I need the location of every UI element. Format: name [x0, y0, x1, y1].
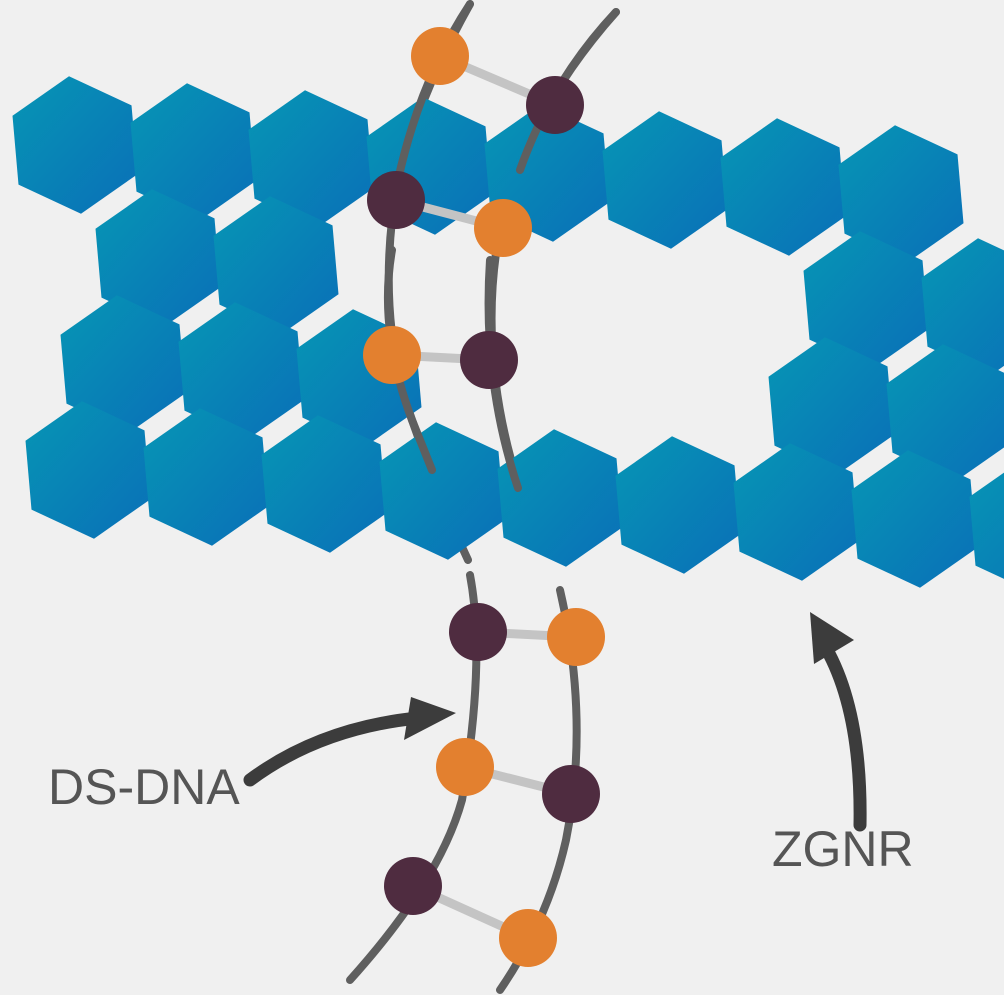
nucleotide-purple [384, 857, 442, 915]
nucleotide-purple [460, 331, 518, 389]
graphene-hexagon [213, 196, 339, 334]
graphene-hexagon [261, 415, 387, 553]
graphene-hexagon [803, 231, 929, 369]
graphene-hexagon [95, 189, 221, 327]
graphene-hexagon [886, 344, 1004, 482]
nucleotides [363, 27, 605, 967]
graphene-hexagon [178, 302, 304, 440]
graphene-hexagon [60, 295, 186, 433]
graphene-hexagon [720, 118, 846, 256]
graphene-hexagon [838, 125, 964, 263]
graphene-hexagon [768, 337, 894, 475]
graphene-hexagon [12, 76, 138, 214]
nucleotide-orange [411, 27, 469, 85]
zgnr-label: ZGNR [772, 821, 914, 877]
graphene-hexagon [921, 238, 1004, 376]
nucleotide-orange [547, 608, 605, 666]
nucleotide-purple [367, 171, 425, 229]
graphene-hexagon [969, 472, 1004, 579]
nucleotide-purple [542, 765, 600, 823]
zgnr-ribbon [12, 76, 1004, 588]
nucleotide-purple [526, 76, 584, 134]
graphene-hexagon [497, 429, 623, 567]
graphene-hexagon [379, 422, 505, 560]
nucleotide-orange [436, 738, 494, 796]
graphene-hexagon [248, 90, 374, 228]
graphene-hexagon [602, 111, 728, 249]
annotation-arrows [243, 612, 867, 832]
zgnr-arrowhead [810, 612, 854, 664]
graphene-hexagon [851, 450, 977, 588]
nucleotide-orange [499, 909, 557, 967]
graphene-hexagon [143, 408, 269, 546]
dna-arrow [243, 711, 425, 787]
graphene-hexagon [130, 83, 256, 221]
nucleotide-purple [449, 603, 507, 661]
zgnr-arrow [819, 641, 867, 832]
dna-arrowhead [404, 697, 456, 740]
nucleotide-orange [474, 199, 532, 257]
graphene-hexagon [615, 436, 741, 574]
nucleotide-orange [363, 326, 421, 384]
graphene-hexagon [733, 443, 859, 581]
dna-backbone-strand [383, 246, 436, 474]
graphene-hexagon [25, 401, 151, 539]
dna-label: DS-DNA [48, 759, 240, 815]
dna-backbone-strand [394, 0, 474, 184]
